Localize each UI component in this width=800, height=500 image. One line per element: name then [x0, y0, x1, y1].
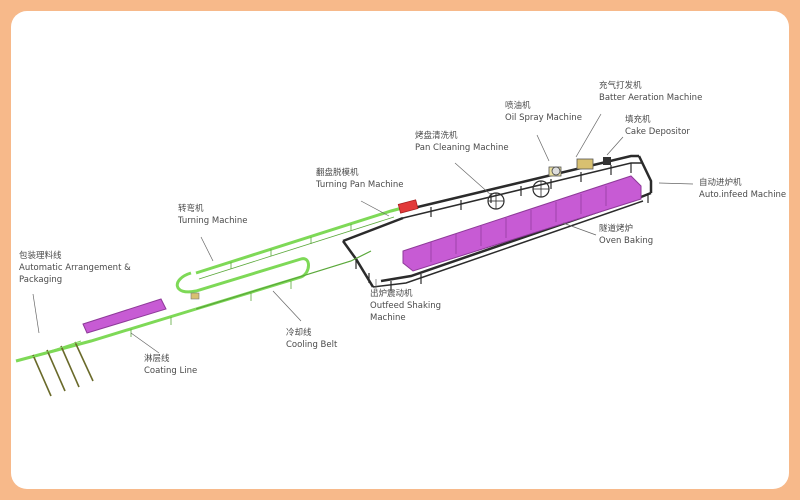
label-oil-spray: 喷油机 Oil Spray Machine	[505, 100, 582, 124]
label-batter-aeration-cn: 充气打发机	[599, 81, 642, 91]
label-oil-spray-en: Oil Spray Machine	[505, 113, 582, 123]
label-oil-spray-cn: 喷油机	[505, 101, 531, 111]
label-packaging: 包装理料线 Automatic Arrangement & Packaging	[19, 250, 131, 286]
green-conveyors	[15, 205, 407, 363]
label-oven-baking-en: Oven Baking	[599, 236, 654, 246]
label-oven-baking-cn: 隧道烤炉	[599, 224, 634, 234]
label-cooling-belt: 冷却线 Cooling Belt	[286, 327, 337, 351]
label-cake-depositor: 填充机 Cake Depositor	[625, 114, 690, 138]
production-line-diagram	[15, 113, 694, 397]
label-coating-line-en: Coating Line	[144, 366, 198, 376]
conveyor-legs	[130, 224, 352, 337]
label-packaging-en1: Automatic Arrangement &	[19, 263, 131, 273]
label-turning-pan-en: Turning Pan Machine	[316, 180, 404, 190]
tunnel-oven	[402, 175, 642, 272]
label-batter-aeration: 充气打发机 Batter Aeration Machine	[599, 80, 702, 104]
label-outfeed-shaking-en2: Machine	[370, 313, 406, 323]
label-oven-baking: 隧道烤炉 Oven Baking	[599, 223, 653, 247]
turning-unit	[190, 292, 200, 300]
label-pan-cleaning-en: Pan Cleaning Machine	[415, 143, 509, 153]
label-batter-aeration-en: Batter Aeration Machine	[599, 93, 703, 103]
packaging-rungs	[25, 340, 82, 360]
packaging-branches	[32, 341, 94, 397]
label-turning-machine-cn: 转弯机	[178, 204, 204, 214]
label-auto-infeed-cn: 自动进炉机	[699, 178, 742, 188]
coating-line-box	[82, 298, 167, 334]
label-cooling-belt-en: Cooling Belt	[286, 340, 338, 350]
label-auto-infeed: 自动进炉机 Auto.infeed Machine	[699, 177, 786, 201]
label-pan-cleaning-cn: 烤盘清洗机	[415, 131, 458, 141]
label-coating-line: 淋层线 Coating Line	[144, 353, 197, 377]
label-cake-depositor-cn: 填充机	[625, 115, 651, 125]
label-coating-line-cn: 淋层线	[144, 354, 170, 364]
turning-pan-red	[397, 199, 419, 214]
label-cake-depositor-en: Cake Depositor	[625, 127, 690, 137]
label-turning-machine-en: Turning Machine	[178, 216, 248, 226]
diagram-frame: 包装理料线 Automatic Arrangement & Packaging …	[11, 11, 789, 489]
label-packaging-en2: Packaging	[19, 275, 63, 285]
label-pan-cleaning: 烤盘清洗机 Pan Cleaning Machine	[415, 130, 509, 154]
label-cooling-belt-cn: 冷却线	[286, 328, 312, 338]
label-turning-pan: 翻盘脱模机 Turning Pan Machine	[316, 167, 404, 191]
label-outfeed-shaking-cn: 出炉震动机	[370, 289, 413, 299]
label-auto-infeed-en: Auto.infeed Machine	[699, 190, 787, 200]
label-outfeed-shaking: 出炉震动机 Outfeed Shaking Machine	[370, 288, 441, 324]
leader-lines	[32, 113, 694, 354]
depositor-machines	[548, 157, 611, 177]
label-turning-machine: 转弯机 Turning Machine	[178, 203, 247, 227]
label-packaging-cn: 包装理料线	[19, 251, 62, 261]
label-outfeed-shaking-en1: Outfeed Shaking	[370, 301, 442, 311]
label-turning-pan-cn: 翻盘脱模机	[316, 168, 359, 178]
